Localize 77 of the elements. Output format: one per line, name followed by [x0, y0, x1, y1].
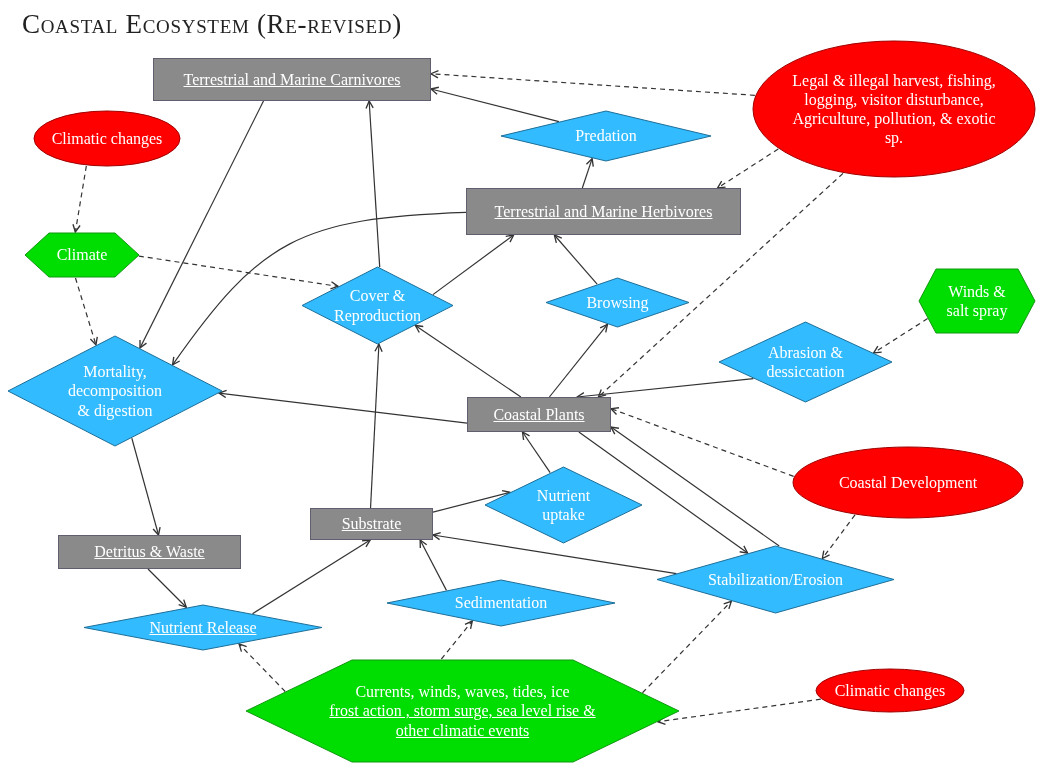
process-diamond	[83, 604, 323, 651]
dashed-arrow	[238, 643, 286, 693]
driver-ellipse	[33, 110, 181, 167]
arrow	[251, 539, 371, 615]
node-label: Sedimentation	[454, 593, 548, 613]
dashed-arrow	[72, 165, 87, 233]
dashed-arrow	[74, 277, 98, 346]
node-label: Cover & Reproduction	[332, 286, 423, 325]
node-label: Winds & salt spray	[945, 281, 1009, 321]
process-diamond	[500, 110, 712, 162]
factor-hexagon	[245, 659, 680, 763]
arrow	[548, 323, 609, 398]
node-label: Mortality, decomposition & digestion	[66, 362, 164, 420]
process-box	[310, 508, 433, 540]
node-label: Terrestrial and Marine Carnivores	[183, 69, 401, 90]
process-diamond	[484, 466, 643, 544]
process-diamond	[718, 321, 893, 403]
driver-ellipse	[752, 40, 1036, 178]
arrow	[147, 568, 187, 608]
process-diamond	[386, 579, 616, 627]
arrow	[171, 211, 467, 366]
node-label: Coastal Plants	[493, 404, 585, 425]
process-diamond	[545, 277, 690, 328]
arrow	[131, 437, 161, 536]
process-diamond	[7, 335, 223, 447]
arrow	[369, 343, 383, 509]
node-label: Terrestrial and Marine Herbivores	[494, 201, 713, 222]
dashed-arrow	[440, 620, 473, 660]
dashed-arrow	[610, 407, 795, 477]
arrow	[139, 100, 265, 349]
arrow	[414, 324, 522, 398]
node-label: Detritus & Waste	[94, 542, 205, 562]
dashed-arrow	[641, 600, 732, 694]
arrow	[521, 431, 551, 474]
process-diamond	[656, 545, 895, 614]
node-label: Nutrient uptake	[535, 485, 592, 525]
dashed-arrow	[716, 148, 779, 189]
node-label: Climatic changes	[51, 128, 163, 149]
node-label: Coastal Development	[838, 472, 978, 493]
driver-ellipse	[792, 446, 1024, 519]
factor-hexagon	[24, 232, 140, 278]
process-diamond	[301, 266, 454, 345]
node-label: Stabilization/Erosion	[707, 569, 844, 590]
dashed-arrow	[821, 514, 856, 560]
node-label: Nutrient Release	[149, 617, 257, 638]
arrow	[578, 431, 749, 554]
node-label: Legal & illegal harvest, fishing, logging, visitor disturbance, Agriculture, pollution, & exotic sp.	[791, 70, 997, 148]
node-label: Predation	[575, 126, 637, 146]
arrow	[430, 86, 560, 123]
arrow	[432, 489, 511, 513]
process-box	[467, 397, 611, 432]
dashed-arrow	[657, 698, 822, 725]
arrow	[432, 531, 677, 575]
arrow	[419, 539, 448, 591]
process-box	[58, 535, 241, 569]
factor-hexagon	[918, 268, 1036, 334]
driver-ellipse	[815, 668, 965, 713]
node-label: Climatic changes	[834, 680, 946, 701]
arrow	[610, 426, 780, 547]
node-label: Abrasion & dessiccation	[765, 342, 846, 382]
dashed-arrow	[138, 255, 339, 290]
arrow	[581, 157, 594, 189]
arrow	[218, 389, 468, 424]
node-label: Substrate	[341, 514, 402, 534]
dashed-arrow	[430, 69, 756, 96]
arrow	[553, 234, 598, 285]
process-box	[153, 58, 431, 101]
dashed-arrow	[873, 318, 929, 354]
node-label: Browsing	[586, 292, 649, 313]
node-label: Climate	[56, 245, 108, 265]
arrow	[432, 234, 515, 296]
arrow	[365, 100, 381, 268]
node-label: Currents, winds, waves, tides, ice	[355, 682, 570, 702]
node-label: frost action , storm surge, sea level rise & other climatic events	[328, 701, 597, 740]
process-box	[466, 188, 741, 235]
dashed-arrow	[597, 172, 844, 398]
diagram-title: Coastal Ecosystem (Re-revised)	[22, 8, 402, 41]
